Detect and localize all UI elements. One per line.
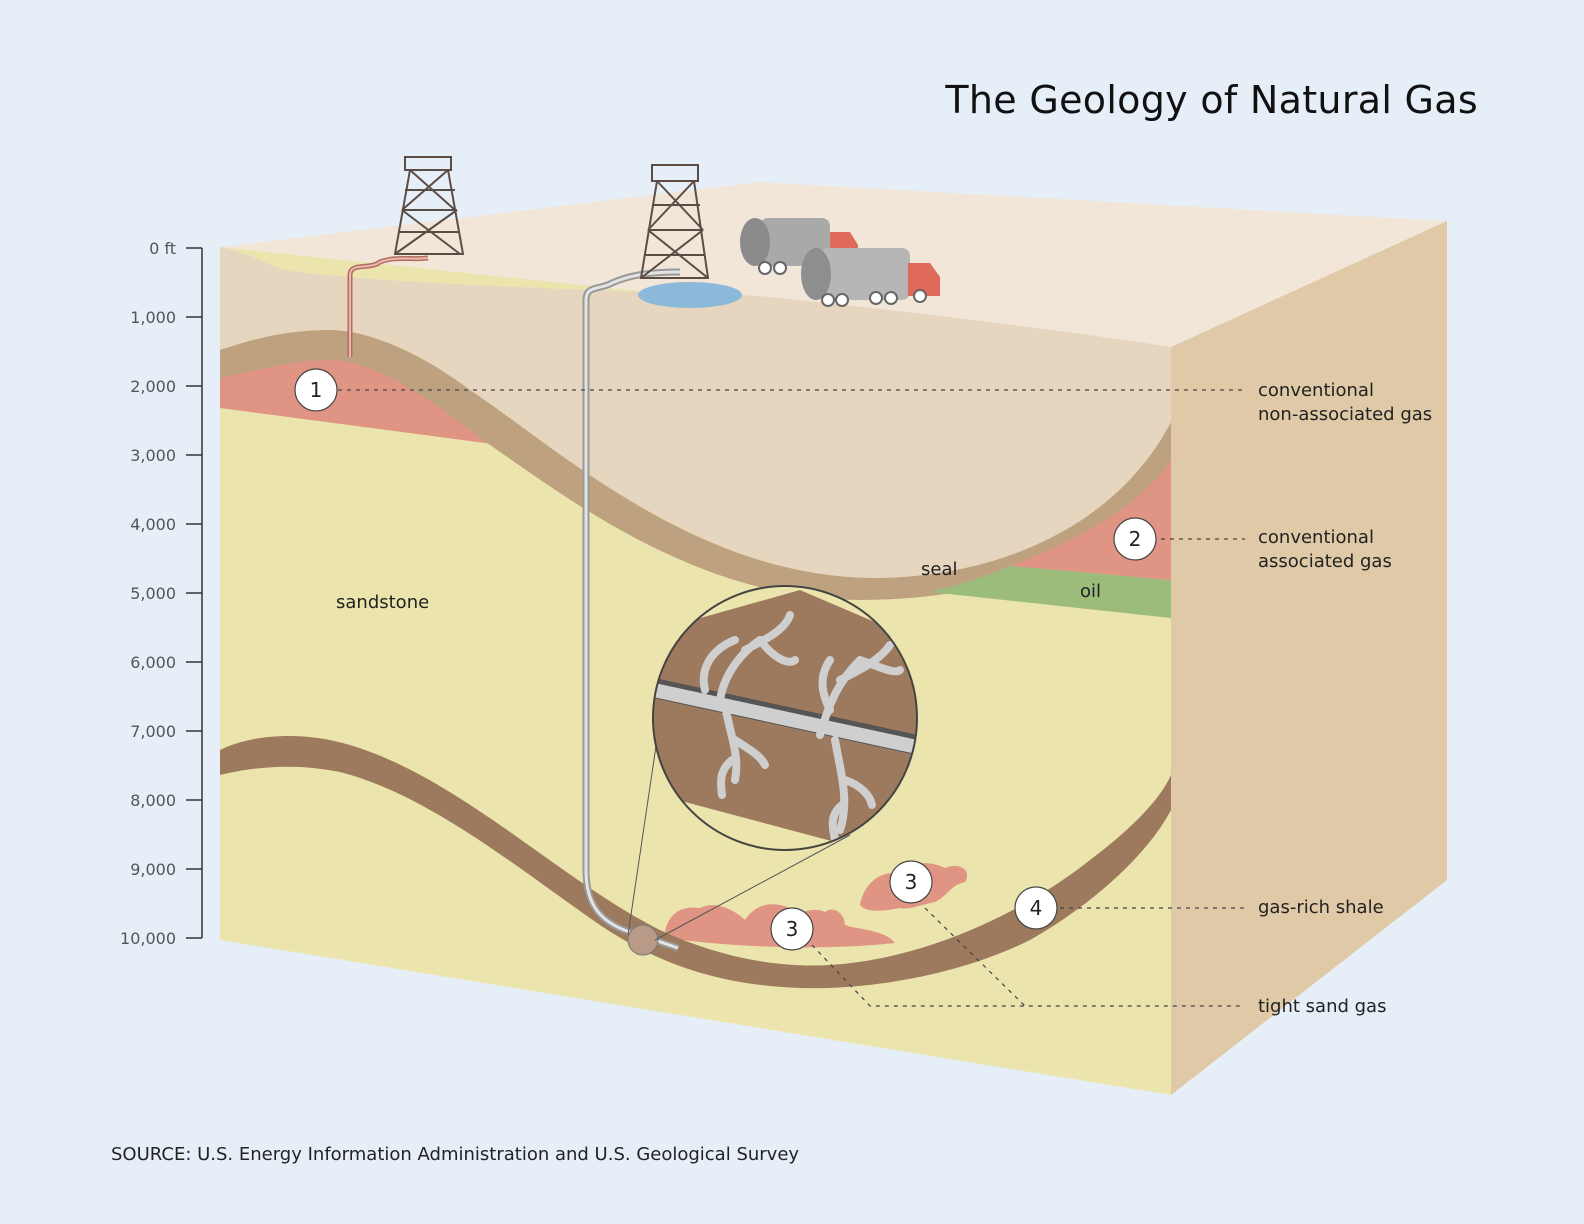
drilling-rig-1 [393,156,465,255]
callout-2-label-line1: conventional [1258,527,1374,548]
block-side-face [1171,221,1447,1095]
magnified-fracture-view [652,585,918,851]
depth-tick-label: 8,000 [130,791,176,810]
callout-4-label: gas-rich shale [1258,897,1384,918]
tanker-truck-2 [801,248,940,307]
horizontal-well-pipe-highlight [584,270,681,950]
vertical-well-pipe-highlight [349,257,429,357]
source-credit: SOURCE: U.S. Energy Information Administ… [111,1144,800,1165]
callout-1: 1 [294,368,338,412]
callout-1-label-line2: non-associated gas [1258,404,1432,425]
depth-tick-label: 4,000 [130,515,176,534]
callout-3-label: tight sand gas [1258,996,1386,1017]
depth-tick-label: 5,000 [130,584,176,603]
callout-2: 2 [1113,517,1157,561]
depth-tick-label: 2,000 [130,377,176,396]
page-title: The Geology of Natural Gas [945,78,1478,122]
callout-4: 4 [1014,886,1058,930]
sandstone-label: sandstone [336,592,429,613]
fracture-zone-marker [627,924,659,956]
gas-pocket-1 [220,353,500,445]
leader-lines [338,389,1245,1007]
callout-1-label-line1: conventional [1258,380,1374,401]
depth-tick-label: 6,000 [130,653,176,672]
depth-tick-label: 9,000 [130,860,176,879]
callout-2-label-line2: associated gas [1258,551,1392,572]
callout-1-number: 1 [310,378,323,402]
callout-4-number: 4 [1030,896,1043,920]
drilling-rig-2 [639,164,710,279]
oil-label: oil [1080,581,1101,602]
depth-axis: 0 ft 1,000 2,000 3,000 4,000 5,000 6,000 7,000 8… [120,239,203,948]
depth-tick-label: 10,000 [120,929,176,948]
zoom-line [654,834,851,941]
callout-3b: 3 [889,860,933,904]
callout-3a: 3 [770,907,814,951]
callout-3b-number: 3 [905,870,918,894]
seal-layer [220,330,1171,600]
depth-tick-label: 1,000 [130,308,176,327]
depth-tick-label: 0 ft [149,239,176,258]
shale-layer [220,735,1171,989]
seal-label: seal [921,559,957,580]
oil-layer [930,566,1171,618]
water-pond [638,282,742,308]
callout-2-number: 2 [1129,527,1142,551]
depth-tick-label: 7,000 [130,722,176,741]
upper-rock-layer [220,247,1171,579]
callout-3a-number: 3 [786,917,799,941]
depth-tick-label: 3,000 [130,446,176,465]
